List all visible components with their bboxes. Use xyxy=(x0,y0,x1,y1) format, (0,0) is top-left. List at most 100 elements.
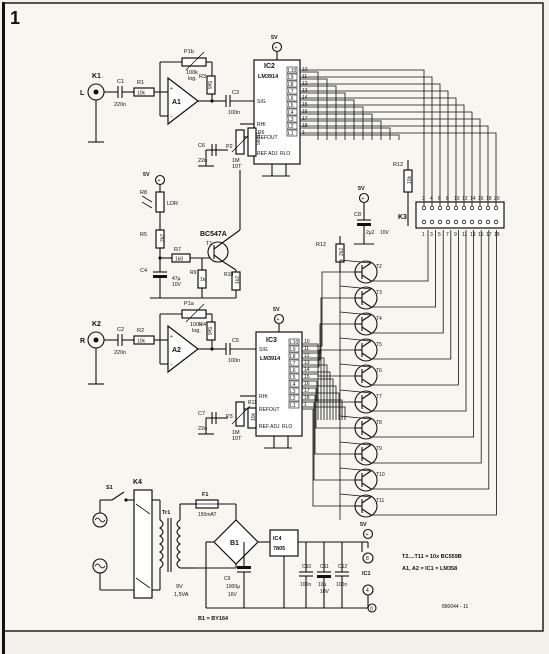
transistor-collector xyxy=(361,482,372,490)
ic3-pin-rhi: RHI xyxy=(259,394,268,400)
transistor-emitter xyxy=(361,288,372,296)
ic4-label: IC4 xyxy=(273,536,283,542)
driver-section: R12 10k + 5V C8 2µ2 10V R12 2k2 T2T3T4T5… xyxy=(302,160,497,520)
channel2-output-pin-box xyxy=(288,366,300,374)
channel2-output-pin-number: 17 xyxy=(304,388,310,394)
channel1-output-pin-box xyxy=(286,101,298,109)
ic2-type: LM3914 xyxy=(258,74,279,80)
transistor-emitter-wire xyxy=(339,337,372,342)
channel1-output-pin-box xyxy=(286,122,298,130)
channel2-output-label: L8 xyxy=(290,354,296,360)
transistor-emitter-wire xyxy=(339,259,372,264)
k1-label: K1 xyxy=(92,73,101,80)
k3-top-pin xyxy=(485,205,491,211)
transistor-collector-wire xyxy=(371,230,444,334)
channel1-output-wire xyxy=(300,99,355,140)
transistor-collector xyxy=(361,404,372,412)
transistor-emitter-wire xyxy=(339,467,372,472)
channel1-output-wire xyxy=(300,71,319,140)
channel1-output-wire xyxy=(300,120,382,140)
channel2-output-label: L10 xyxy=(290,340,299,346)
c6-value: 22n xyxy=(198,158,207,164)
k3-bottom-pin-number: 19 xyxy=(494,232,500,238)
transistor-label: T10 xyxy=(376,472,385,478)
transistor-label: T5 xyxy=(376,342,382,348)
transistor-drive-wire xyxy=(302,323,355,361)
channel2-output-wire xyxy=(302,385,337,420)
tr1-label: Tr1 xyxy=(162,510,170,516)
transistor-emitter xyxy=(361,314,372,322)
opamp-a1 xyxy=(167,76,199,126)
k3-top-pin xyxy=(477,205,483,211)
channel1-output-wire xyxy=(300,113,373,140)
channel2-output-pin-box xyxy=(288,387,300,395)
channel1-output-label: L9 xyxy=(288,75,294,81)
k3-top-wire xyxy=(300,83,441,206)
transistor-emitter xyxy=(361,444,372,452)
r3-label: R3 xyxy=(199,74,206,80)
k3-top-wire xyxy=(300,90,449,206)
c11-label: C11 xyxy=(320,564,329,570)
k3-top-pin-number: 6 xyxy=(438,196,441,202)
channel2-output-pin-box xyxy=(288,401,300,409)
p2-label: P2 xyxy=(226,144,233,150)
k3-top-pin-number: 4 xyxy=(430,196,433,202)
c8-voltage: 10V xyxy=(380,230,390,236)
s1-label: S1 xyxy=(106,485,113,491)
r1-value: 10k xyxy=(137,91,146,97)
svg-text:+: + xyxy=(170,334,173,340)
k3-bottom-pin xyxy=(421,219,427,225)
channel2-output-pin-number: 11 xyxy=(304,346,309,352)
r2-value: 10k xyxy=(137,339,146,345)
channel1-output-wire xyxy=(300,106,364,140)
ic1-pin4: 4 xyxy=(366,588,369,594)
b1-label: B1 xyxy=(230,540,239,547)
p1b-value: 100k xyxy=(186,70,198,76)
channel2-output-pin-number: 13 xyxy=(304,360,310,366)
transistor-collector xyxy=(361,352,372,360)
c8-label: C8 xyxy=(354,212,361,218)
k3-bottom-pin xyxy=(493,219,499,225)
k3-bottom-pin-number: 17 xyxy=(486,232,492,238)
transistor-emitter xyxy=(361,418,372,426)
c4-value: 47µ xyxy=(172,276,181,282)
r11-value: 10k xyxy=(251,412,257,421)
p1b-extra: log. xyxy=(188,76,197,82)
transistor-emitter-wire xyxy=(339,415,372,420)
transistor-emitter xyxy=(361,470,372,478)
k3-bottom-pin-number: 11 xyxy=(462,232,467,238)
k3-top-pin xyxy=(445,205,451,211)
r5-value: 2k2 xyxy=(160,234,166,242)
a2-label: A2 xyxy=(172,347,181,354)
transistor-emitter-wire xyxy=(339,363,372,368)
k3-bottom-pin-number: 3 xyxy=(430,232,433,238)
transistor-drive-wire xyxy=(302,401,355,481)
transistor-collector-wire xyxy=(371,230,497,516)
channel2-output-label: L5 xyxy=(290,375,296,381)
r4-label: R4 xyxy=(199,322,206,328)
channel2-output-label: L1 xyxy=(290,403,296,409)
svg-text:+: + xyxy=(366,532,369,538)
r8-value: LDR xyxy=(167,201,178,207)
transistor-emitter xyxy=(361,392,372,400)
p3-extra: 10T xyxy=(232,436,242,442)
c9-value: 1000µ xyxy=(226,584,240,590)
c7-value: 22n xyxy=(198,426,207,432)
channel2-output-wire xyxy=(302,378,334,420)
vcc-c8-label: 5V xyxy=(358,186,365,192)
transistor-collector-wire xyxy=(371,230,437,308)
k3-bottom-pin xyxy=(485,219,491,225)
transistor-label: T11 xyxy=(376,498,384,504)
channel1-output-pin-box xyxy=(286,115,298,123)
channel2-output-wire xyxy=(302,343,319,420)
r11-label: R11 xyxy=(248,400,257,406)
c7-label: C7 xyxy=(198,411,205,417)
k3-top-wire xyxy=(300,132,497,206)
c3-value: 100n xyxy=(228,110,240,116)
ic3-pin-refout: REFOUT xyxy=(259,407,280,413)
k3-top-wire xyxy=(300,118,481,206)
r12b-value: 2k2 xyxy=(339,248,345,256)
transistor-emitter-wire xyxy=(339,311,372,316)
channel2-output-pin-box xyxy=(288,380,300,388)
